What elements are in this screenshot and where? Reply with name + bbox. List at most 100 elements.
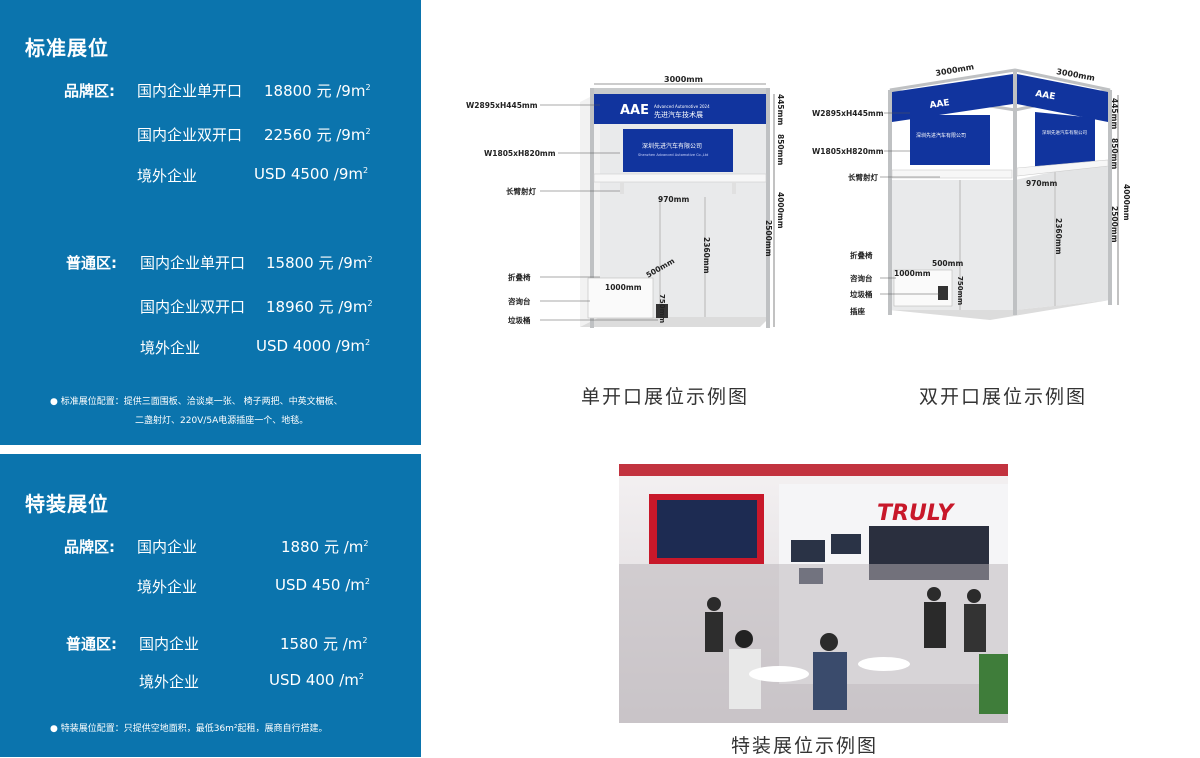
info-desk (587, 277, 654, 319)
spot-light (620, 182, 624, 194)
plant (979, 654, 1008, 714)
booth-post (888, 90, 892, 315)
fascia-board-left (892, 74, 1013, 122)
dim-4000: 4000mm (1122, 184, 1131, 221)
dim-1000: 1000mm (605, 283, 642, 292)
dim-850: 850mm (776, 134, 785, 165)
display-screen (657, 500, 757, 558)
price-row-value: 22560 元 /9m2 (264, 126, 371, 144)
dim-fascia: W2895xH445mm (466, 101, 538, 110)
company-sign (1035, 112, 1095, 168)
regular-zone-label: 普通区: (66, 254, 117, 272)
price-row-name: 境外企业 (140, 339, 201, 357)
dim-4000: 4000mm (776, 192, 785, 229)
label-bin: 垃圾桶 (508, 315, 531, 325)
dim-850: 850mm (1110, 138, 1119, 169)
booth-post (766, 88, 770, 328)
person (820, 633, 838, 651)
label-light: 长臂射灯 (506, 186, 536, 196)
screen-tile (791, 540, 825, 562)
standard-booth-title: 标准展位 (25, 36, 109, 60)
special-booth-photo: TRULY (619, 464, 1008, 723)
screen-tile (831, 534, 861, 554)
fascia-logo: AAE (620, 103, 649, 118)
person (964, 604, 986, 652)
light-bar (1016, 159, 1109, 177)
double-open-booth-diagram: AAE AAE 深圳先进汽车有限公司 深圳先进汽车有限公司 3000mm 300… (812, 62, 1131, 320)
light-bar (891, 169, 1013, 179)
label-chair: 折叠椅 (508, 272, 531, 282)
company-sign-name: 深圳先进汽车有限公司 (642, 142, 702, 150)
person (924, 602, 946, 648)
booth-post (590, 88, 594, 328)
company-sign-name: 深圳先进汽车有限公司 (916, 132, 966, 139)
hall-banner (619, 464, 1008, 476)
price-row-value: USD 4500 /9m2 (254, 165, 369, 183)
label-chair: 折叠椅 (850, 250, 873, 260)
price-row-name: 国内企业单开口 (137, 82, 243, 100)
price-row-value: USD 4000 /9m2 (256, 337, 371, 355)
price-row-value: USD 400 /m2 (269, 671, 364, 689)
spot-light (732, 182, 736, 194)
price-row-value: 15800 元 /9m2 (266, 254, 373, 272)
company-sign (910, 115, 990, 165)
brand-zone-label: 品牌区: (64, 538, 115, 556)
label-bin: 垃圾桶 (850, 289, 873, 299)
dim-500: 500mm (932, 259, 963, 268)
brand-zone-label: 品牌区: (64, 82, 115, 100)
person (927, 587, 941, 601)
fascia-logo: AAE (1034, 89, 1056, 102)
person (735, 630, 753, 648)
price-row-value: 1580 元 /m2 (280, 635, 368, 653)
fascia-cn: 先进汽车技术展 (654, 110, 703, 119)
dim-sign: W1805xH820mm (484, 149, 556, 158)
company-sign-name: 深圳先进汽车有限公司 (1042, 129, 1087, 136)
dim-445: 445mm (1110, 98, 1119, 129)
price-row-name: 国内企业双开口 (140, 298, 246, 316)
truly-logo: TRULY (877, 501, 955, 526)
dim-width-left: 3000mm (935, 62, 975, 78)
fascia-en: Advanced Automotive 2024 (654, 104, 710, 109)
standard-config-note-line1: ● 标准展位配置：提供三面围板、洽谈桌一张、 椅子两把、中英文楣板、 (50, 397, 343, 407)
single-open-booth-diagram: AAE Advanced Automotive 2024 先进汽车技术展 深圳先… (466, 75, 785, 328)
fascia-board (594, 94, 766, 124)
dim-1000: 1000mm (894, 269, 931, 278)
dim-2360: 2360mm (702, 237, 711, 274)
price-row-value: USD 450 /m2 (275, 576, 370, 594)
regular-zone-label: 普通区: (66, 635, 117, 653)
price-row-value: 18960 元 /9m2 (266, 298, 373, 316)
special-config-note: ● 特装展位配置：只提供空地面积，最低36m²起租，展商自行搭建。 (50, 724, 328, 734)
dim-width-top: 3000mm (664, 75, 703, 84)
waste-bin (656, 304, 668, 318)
special-booth-title: 特装展位 (25, 492, 109, 516)
price-row-name: 国内企业 (139, 635, 200, 653)
booth-post (1013, 70, 1017, 315)
dim-2500: 2500mm (764, 220, 773, 257)
person (707, 597, 721, 611)
dim-fascia: W2895xH445mm (812, 109, 884, 118)
round-table (749, 666, 809, 682)
dim-445: 445mm (776, 94, 785, 125)
price-row-name: 境外企业 (137, 167, 198, 185)
price-row-value: 1880 元 /m2 (281, 538, 369, 556)
price-row-name: 国内企业 (137, 538, 198, 556)
fascia-board-right (1017, 74, 1108, 122)
dim-750: 750mm (956, 276, 964, 305)
label-desk: 咨询台 (508, 296, 531, 306)
price-row-name: 国内企业单开口 (140, 254, 246, 272)
booth-floor (890, 300, 1110, 320)
standard-config-note-line2: 二盏射灯、220V/5A电源插座一个、地毯。 (135, 416, 309, 426)
special-booth-panel: 特装展位 品牌区: 国内企业 1880 元 /m2 境外企业 USD 450 /… (0, 454, 421, 757)
dim-sign: W1805xH820mm (812, 147, 884, 156)
booth-post (1108, 90, 1112, 305)
double-open-caption: 双开口展位示例图 (919, 386, 1088, 408)
dim-970: 970mm (658, 195, 689, 204)
price-row-name: 境外企业 (139, 673, 200, 691)
price-row-value: 18800 元 /9m2 (264, 82, 371, 100)
label-socket: 插座 (850, 306, 865, 316)
booth-side-wall (1015, 160, 1110, 310)
dim-2360: 2360mm (1054, 218, 1063, 255)
price-row-name: 国内企业双开口 (137, 126, 243, 144)
dim-970: 970mm (1026, 179, 1057, 188)
price-row-name: 境外企业 (137, 578, 198, 596)
